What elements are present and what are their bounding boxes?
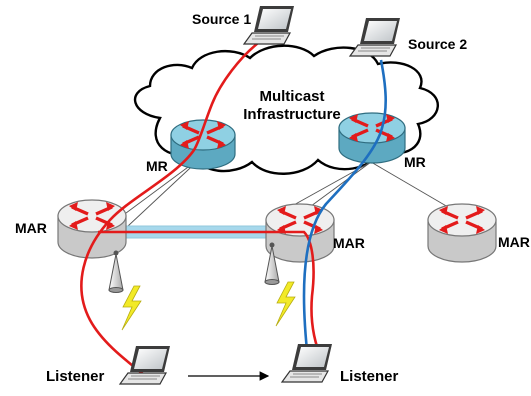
laptop-icon (349, 17, 401, 57)
laptop-icon (243, 5, 295, 45)
label-mar-left: MAR (15, 220, 47, 236)
label-mr-left: MR (146, 158, 168, 174)
label-mar-right: MAR (498, 234, 530, 250)
laptop-icon (119, 345, 171, 385)
cloud-label-line1: Multicast (259, 88, 325, 105)
label-listener-right: Listener (340, 368, 399, 385)
wireless-antenna-icon (108, 250, 124, 293)
mar-router-center (265, 203, 335, 263)
mr-router-right (338, 112, 406, 164)
label-mar-center: MAR (333, 235, 365, 251)
mar-router-right (427, 203, 497, 263)
label-source1: Source 1 (192, 11, 252, 27)
label-listener-left: Listener (46, 368, 105, 385)
label-source2: Source 2 (408, 36, 468, 52)
lightning-icon (121, 285, 142, 331)
cloud-label: Multicast Infrastructure (232, 88, 352, 124)
label-mr-right: MR (404, 154, 426, 170)
lightning-icon (275, 281, 296, 327)
multicast-flow-source2 (302, 59, 387, 361)
multicast-flow-source1 (80, 38, 324, 379)
mr-router-left (170, 119, 236, 170)
cloud-label-line2: Infrastructure (243, 106, 341, 123)
mar-router-left (57, 199, 127, 259)
laptop-icon (281, 343, 333, 383)
